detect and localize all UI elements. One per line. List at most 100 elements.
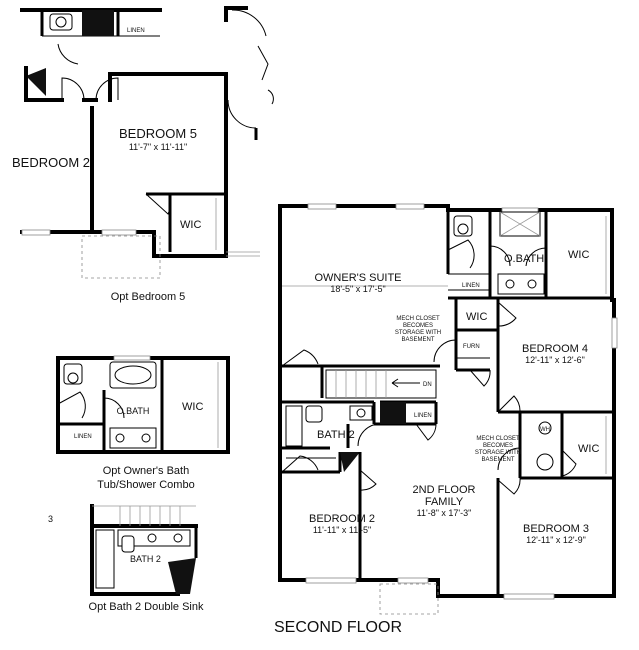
window [611,317,618,349]
room-dim-family: 11'-8" x 17'-3" [417,508,472,518]
linen-label-main1: LINEN [462,283,480,289]
door-swing [145,193,172,215]
toilet-bowl-icon [67,372,79,384]
mech-closet1-line1: MECH CLOSET [396,316,440,322]
room-label-bedroom3: BEDROOM 3 [523,523,589,535]
room-label-owners-suite: OWNER'S SUITE [314,272,401,284]
toilet-bowl-icon [457,223,469,235]
room-label-bedroom2-top: BEDROOM 2 [12,155,90,170]
room-label-obath-opt: O.BATH [117,406,150,416]
tub-icon [95,529,115,589]
door-swing [57,43,79,65]
stair-dn-label: DN [423,382,432,388]
door-swing [257,45,269,81]
furn-label: FURN [463,344,480,350]
sink-icon [147,533,157,543]
second-floor-plan: OWNER'S SUITE 18'-5" x 17'-5" O.BATH WIC… [278,203,618,615]
sink-icon [356,408,366,418]
water-heater-icon [538,421,552,435]
caption-opt-owners-bath-1: Opt Owner's Bath [103,465,189,477]
door-swing [469,369,491,387]
room-label-bedroom2-main: BEDROOM 2 [309,513,375,525]
caption-opt-bath2: Opt Bath 2 Double Sink [89,601,204,613]
sink-icon [173,533,183,543]
window [397,577,429,584]
room-dim-bedroom3: 12'-11" x 12'-9" [526,535,586,545]
door-swing [103,397,125,419]
door-swing [267,89,274,105]
sink-icon [505,279,515,289]
door-swing [281,349,319,367]
room-label-wic-main3: WIC [578,443,599,455]
mech-closet1-line2: BECOMES [403,323,433,329]
door-swing [561,449,577,477]
door-swing [497,301,517,327]
mech-closet2-line3: STORAGE WITH [475,450,521,456]
mech-closet2-line4: BASEMENT [481,457,514,463]
sink-icon [527,279,537,289]
toilet-icon [121,535,135,553]
sink-icon [55,16,67,28]
caption-opt-owners-bath-2: Tub/Shower Combo [97,479,194,491]
wall-wedge [340,452,360,472]
door-swing [231,9,267,37]
staircase [325,369,437,399]
door-swing [227,99,257,129]
caption-opt-bedroom5: Opt Bedroom 5 [111,291,186,303]
window [113,355,151,361]
room-label-family: 2ND FLOOR [413,484,476,496]
window [305,577,357,584]
vanity-icon [497,273,545,295]
door-swing [525,247,547,267]
room-dim-bedroom4: 12'-11" x 12'-6" [525,355,585,365]
mech-closet1-line3: STORAGE WITH [395,330,441,336]
door-swing [415,423,437,441]
door-swing [57,391,86,419]
room-label-family-line2: FAMILY [425,496,464,508]
wh-label: WH [540,427,550,433]
sink-icon [115,433,125,443]
door-swing [61,77,85,101]
dashed-bump [81,235,161,279]
linen-label: LINEN [127,28,145,34]
door-swing [447,239,475,269]
door-swing [497,477,521,495]
door-swing [357,423,381,447]
sink-icon [141,433,151,443]
window [307,203,337,210]
opt-owners-bath-plan: O.BATH WIC LINEN Opt Owner's Bath Tub/Sh… [56,355,230,491]
room-label-wic-main2: WIC [466,311,487,323]
room-label-wic-opt: WIC [182,401,203,413]
room-label-obath-main: O.BATH [504,253,544,265]
room-label-bath2-main: BATH 2 [317,429,355,441]
linen-label-opt: LINEN [74,434,92,440]
room-label-wic-main1: WIC [568,249,589,261]
room-label-bedroom4: BEDROOM 4 [522,343,588,355]
window [503,593,555,600]
door-swing [433,339,457,363]
mech-closet1-line4: BASEMENT [401,337,434,343]
room-label-bedroom5: BEDROOM 5 [119,126,197,141]
room-dim-owners-suite: 18'-5" x 17'-5" [330,284,385,294]
plan-title: SECOND FLOOR [274,619,402,636]
stray-mark: 3 [48,514,53,524]
wall-wedge [26,68,46,96]
dashed-bump [379,583,439,615]
door-swing [281,455,319,473]
mech-block [380,402,406,424]
door-swing [359,469,377,491]
opt-bedroom5-plan: LINEN BEDROOM 5 11'-7" x 11'-11" BEDROOM… [12,6,274,303]
toilet-icon [305,405,323,423]
window [21,229,51,236]
room-dim-bedroom2-main: 11'-11" x 11'-5" [313,525,371,535]
room-dim-bedroom5: 11'-7" x 11'-11" [129,142,187,152]
opt-bath2-plan: 3 BATH 2 Opt Bath 2 Double Sink [48,504,204,613]
mech-closet2-line2: BECOMES [483,443,513,449]
vanity-icon [109,427,157,449]
stair-arrowhead-icon [391,378,399,388]
room-label-wic-top: WIC [180,219,201,231]
wall-wedge [168,558,196,594]
linen-label-main2: LINEN [414,413,432,419]
door-swing [497,395,521,413]
